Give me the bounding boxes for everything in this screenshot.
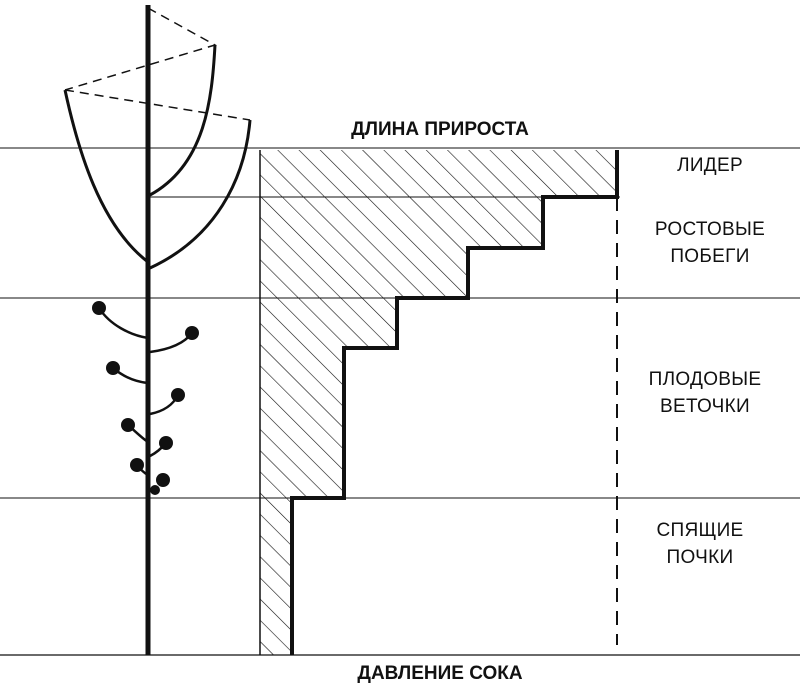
zone-label-fruit-line1: ПЛОДОВЫЕ [648,369,762,390]
zone-label-growth-line2: ПОБЕГИ [670,246,750,267]
leader-dashed-arc-2 [64,89,251,121]
leader-dashed-arc-1 [64,7,217,91]
leader-branch-right [149,44,217,197]
zone-label-fruit: ПЛОДОВЫЕ ВЕТОЧКИ [620,366,790,420]
fruit-bud-3 [106,361,120,375]
growth-branch-left [63,89,149,264]
fruit-bud-2 [185,326,199,340]
growth-branch-right [149,119,252,270]
zone-label-dormant-line1: СПЯЩИЕ [656,520,744,541]
zone-label-dormant-line2: ПОЧКИ [666,547,734,568]
fruit-bud-1 [92,301,106,315]
zone-label-leader-line1: ЛИДЕР [677,155,743,176]
fruit-bud-9 [150,485,160,495]
top-title: ДЛИНА ПРИРОСТА [351,119,529,140]
fruit-bud-7 [130,458,144,472]
zone-label-leader: ЛИДЕР [630,152,790,179]
fruit-bud-8 [156,473,170,487]
tree-illustration [63,5,252,655]
fruit-buds [92,301,199,495]
zone-label-dormant: СПЯЩИЕ ПОЧКИ [620,517,780,571]
zone-label-fruit-line2: ВЕТОЧКИ [660,396,750,417]
growth-staircase [290,150,619,655]
bottom-title: ДАВЛЕНИЕ СОКА [357,663,523,684]
zone-label-growth: РОСТОВЫЕ ПОБЕГИ [630,216,790,270]
fruit-bud-4 [171,388,185,402]
fruit-bud-5 [121,418,135,432]
zone-label-growth-line1: РОСТОВЫЕ [654,219,766,240]
fruit-twig-1 [97,307,149,340]
sap-pressure-area [260,150,617,655]
fruit-bud-6 [159,436,173,450]
